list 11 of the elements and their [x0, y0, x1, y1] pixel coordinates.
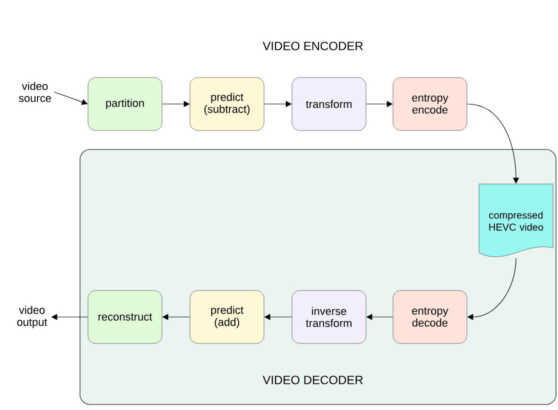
- heading: VIDEO ENCODER: [262, 42, 363, 50]
- process-box: partition: [88, 77, 162, 131]
- process-box: entropy decode: [392, 290, 468, 344]
- node-label: video output: [17, 306, 48, 328]
- process-box: predict (subtract): [190, 77, 264, 131]
- process-box: inverse transform: [292, 290, 366, 344]
- node-label: video source: [18, 82, 52, 102]
- process-box: transform: [292, 77, 366, 131]
- process-box: predict (add): [190, 290, 264, 344]
- process-box: entropy encode: [392, 77, 468, 131]
- process-box: reconstruct: [88, 290, 162, 344]
